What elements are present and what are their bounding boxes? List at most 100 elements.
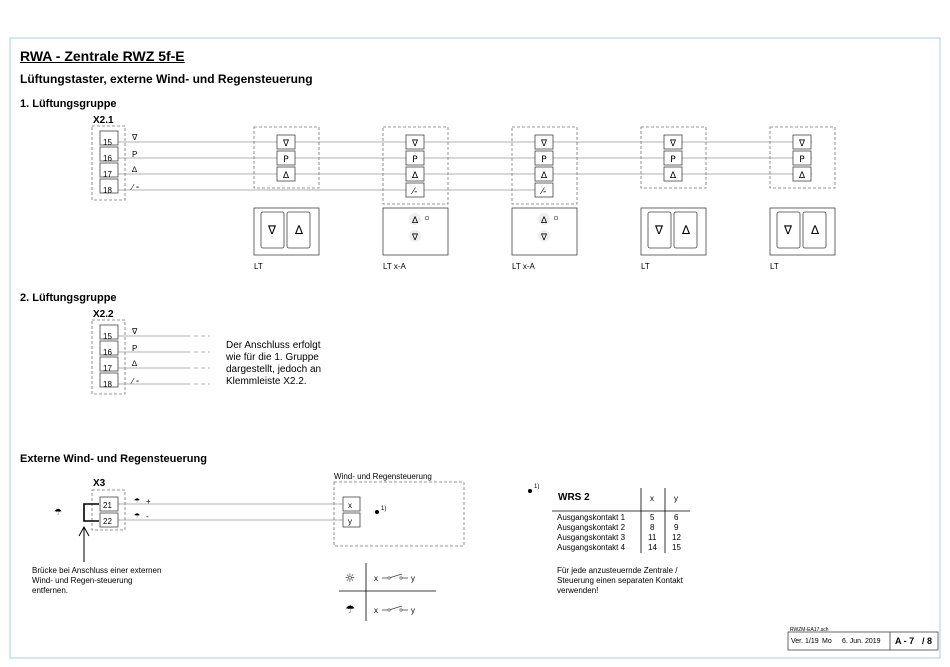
device-terminal-symbol: ∇ xyxy=(798,139,806,149)
key-up xyxy=(538,213,550,225)
rocker-up-symbol: ∆ xyxy=(681,223,691,237)
group2-signal-s: ⁄ ⁃ xyxy=(132,377,140,386)
device-terminal-cell xyxy=(405,182,425,198)
wrs-row-y: 9 xyxy=(674,523,679,532)
device-outline xyxy=(640,126,707,189)
x22-strip-cell xyxy=(99,340,119,356)
x21-strip-cell xyxy=(99,162,119,178)
wrs-row-x: 8 xyxy=(650,523,655,532)
footer-total: / 8 xyxy=(922,636,933,646)
group2-terminal-label: X2.2 xyxy=(93,309,114,320)
device-terminal-symbol: P xyxy=(541,155,547,165)
x21-strip-cell xyxy=(99,130,119,146)
device-label-4: LT xyxy=(641,262,650,271)
rocker-down-symbol: ∇ xyxy=(783,223,793,237)
rain-switch-contact xyxy=(388,605,403,611)
wrs-footnote: 1) xyxy=(534,484,540,490)
device-terminal-cell xyxy=(276,166,296,182)
device-terminal-cell xyxy=(405,166,425,182)
wrs-title: WRS 2 xyxy=(558,492,590,503)
x3-plus-label: + xyxy=(146,497,151,506)
device-terminal-cell xyxy=(534,182,554,198)
bridge-arrow-head xyxy=(78,525,90,537)
rocker-up xyxy=(673,211,698,249)
wrs-dot xyxy=(528,489,532,493)
sheet-border xyxy=(9,37,941,659)
rain-switch-node xyxy=(387,608,391,612)
bridge-note: Brücke bei Anschluss einer externen Wind… xyxy=(32,566,162,595)
rocker-down xyxy=(776,211,801,249)
device-terminal-cell xyxy=(792,150,812,166)
footer-box xyxy=(787,631,939,651)
rain-switch-node xyxy=(399,608,403,612)
device-switch-box xyxy=(253,207,320,256)
wind-rain-box-outline xyxy=(333,481,465,547)
sun-switch-y: y xyxy=(411,574,415,583)
key-down-symbol: ∇ xyxy=(411,233,419,243)
rocker-down-symbol: ∇ xyxy=(267,223,277,237)
device-terminal-symbol: P xyxy=(283,155,289,165)
rocker-up xyxy=(802,211,827,249)
footer-date: 6. Jun. 2019 xyxy=(842,638,881,645)
device-label-5: LT xyxy=(770,262,779,271)
device-terminal-cell xyxy=(405,134,425,150)
sun-switch-x: x xyxy=(374,574,378,583)
x3-pin-22: 22 xyxy=(103,517,112,526)
x3-bridge xyxy=(83,503,99,522)
group2-pin-16: 16 xyxy=(103,348,112,357)
group1-pin-15: 15 xyxy=(103,138,112,147)
sun-switch-node xyxy=(387,576,391,580)
wrs-row-label: Ausgangskontakt 3 xyxy=(557,533,626,542)
device-terminal-symbol: ∆ xyxy=(540,171,548,181)
device-terminal-symbol: ⁄- xyxy=(540,187,547,197)
wrs-row-label: Ausgangskontakt 2 xyxy=(557,523,626,532)
device-terminal-cell xyxy=(663,134,683,150)
device-terminal-symbol: ∇ xyxy=(411,139,419,149)
wrs-col-x: x xyxy=(650,494,654,503)
wrs-row-y: 12 xyxy=(672,533,681,542)
device-terminal-symbol: P xyxy=(412,155,418,165)
device-label-2: LT x-A xyxy=(383,262,406,271)
x22-strip-outline xyxy=(91,319,126,395)
key-down xyxy=(409,230,421,242)
device-terminal-symbol: ∆ xyxy=(669,171,677,181)
device-label-3: LT x-A xyxy=(512,262,535,271)
group1-terminal-label: X2.1 xyxy=(93,115,114,126)
rain-symbol-minus: ☂ xyxy=(134,512,140,520)
device-outline xyxy=(382,126,449,205)
rocker-down xyxy=(260,211,285,249)
sun-switch-contact xyxy=(388,573,403,579)
wind-rain-dot xyxy=(375,510,379,514)
group1-heading: 1. Lüftungsgruppe xyxy=(20,98,117,110)
wrs-row-label: Ausgangskontakt 4 xyxy=(557,543,626,552)
device-terminal-cell xyxy=(276,150,296,166)
wind-rain-cell xyxy=(342,496,361,512)
wrs-row-x: 11 xyxy=(648,533,657,542)
rocker-up-symbol: ∆ xyxy=(294,223,304,237)
x22-strip-cell xyxy=(99,324,119,340)
rain-switch-y: y xyxy=(411,606,415,615)
device-terminal-symbol: ∇ xyxy=(540,139,548,149)
wind-rain-cell xyxy=(342,512,361,528)
device-terminal-cell xyxy=(792,166,812,182)
wrs-row-x: 14 xyxy=(648,543,657,552)
x3-pin-21: 21 xyxy=(103,501,112,510)
key-led xyxy=(424,215,430,221)
device-outline xyxy=(769,126,836,189)
rocker-down xyxy=(647,211,672,249)
wrs-row-label: Ausgangskontakt 1 xyxy=(557,513,626,522)
device-terminal-cell xyxy=(534,150,554,166)
wrs-note: Für jede anzusteuernde Zentrale / Steuer… xyxy=(557,566,683,595)
key-down xyxy=(538,230,550,242)
group2-signal-p: P xyxy=(132,344,138,353)
x21-strip-outline xyxy=(91,125,126,201)
key-up xyxy=(409,213,421,225)
device-terminal-cell xyxy=(405,150,425,166)
wrs-col-y: y xyxy=(674,494,678,503)
device-terminal-symbol: ∇ xyxy=(282,139,290,149)
device-label-1: LT xyxy=(254,262,263,271)
wind-rain-footnote: 1) xyxy=(381,506,387,512)
x22-strip-cell xyxy=(99,356,119,372)
footer-day: Mo xyxy=(822,638,832,645)
